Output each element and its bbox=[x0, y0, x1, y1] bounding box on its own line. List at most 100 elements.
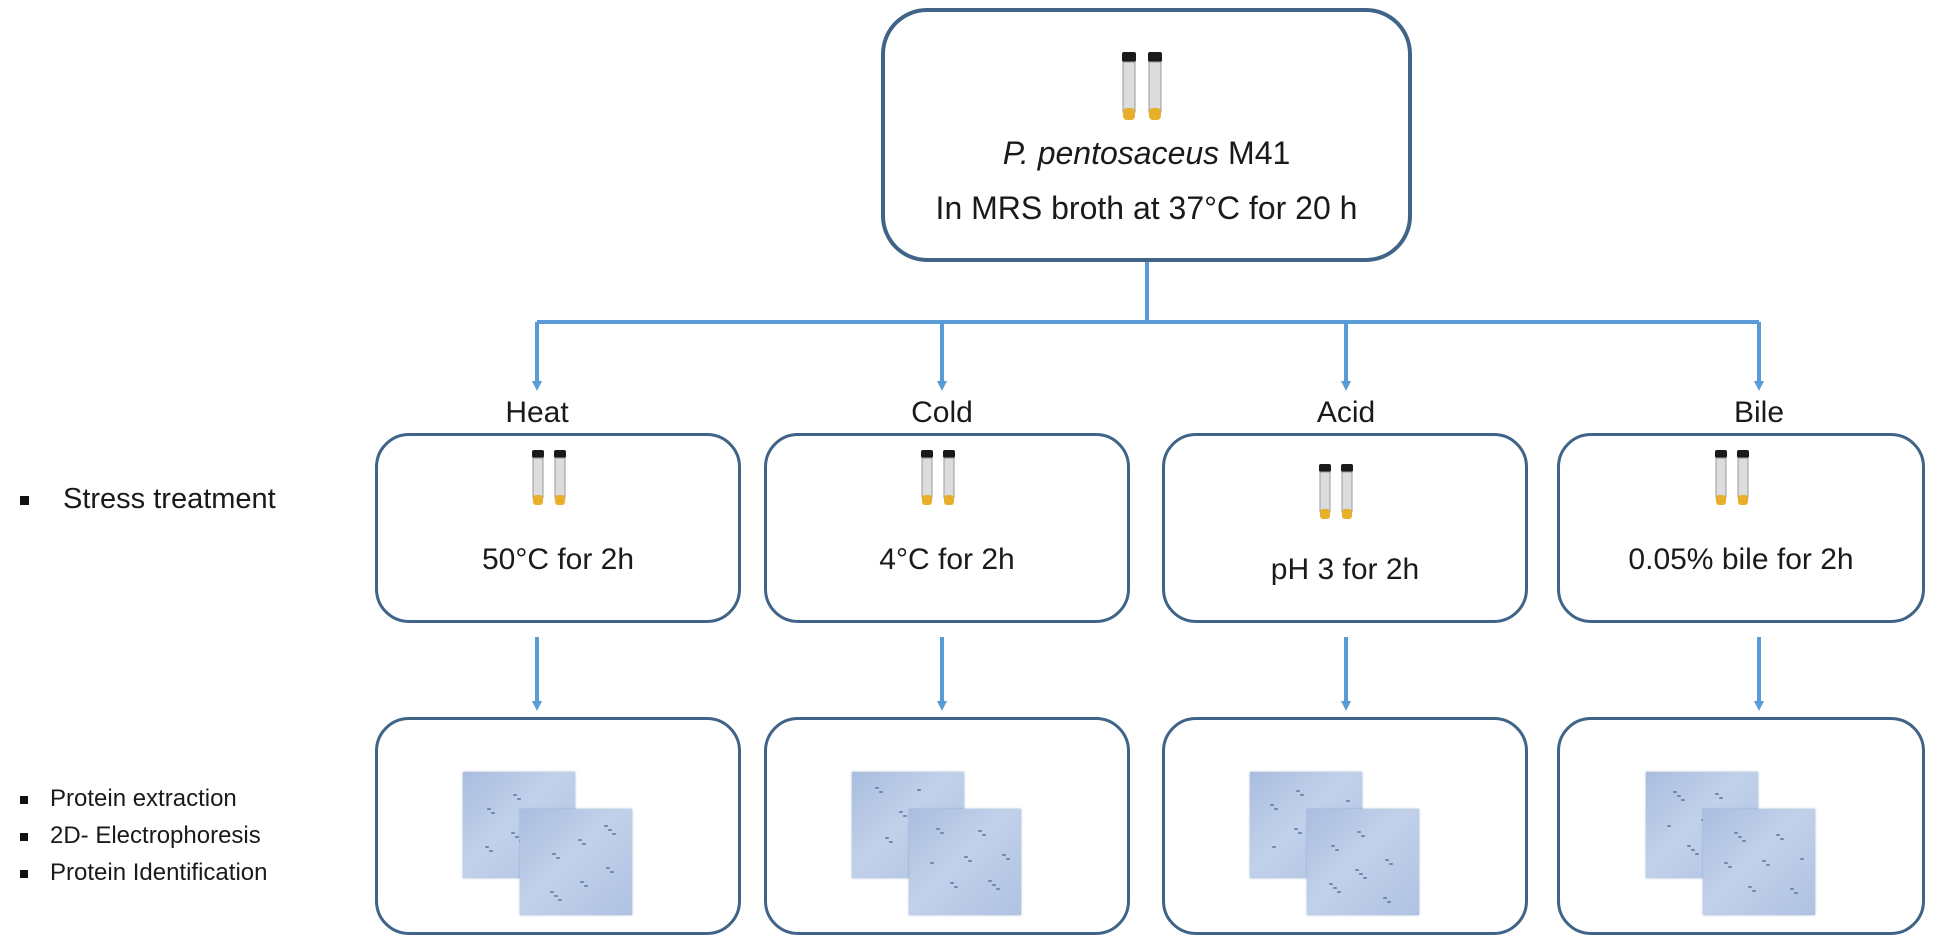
gel-spot bbox=[1346, 800, 1350, 802]
gel-spot bbox=[1383, 897, 1387, 899]
gel-spot bbox=[917, 789, 921, 791]
gel-spot bbox=[1300, 794, 1304, 796]
gel-spot bbox=[982, 834, 986, 836]
gel-spot bbox=[608, 829, 612, 831]
gel-spot bbox=[940, 832, 944, 834]
source-condition: In MRS broth at 37°C for 20 h bbox=[935, 190, 1358, 226]
gel-spot bbox=[1357, 831, 1361, 833]
gel-spot bbox=[1363, 877, 1367, 879]
gel-icon bbox=[909, 809, 1021, 915]
treatment-label-heat: Heat bbox=[505, 396, 569, 429]
gel-spot bbox=[1272, 846, 1276, 848]
gel-spot bbox=[1298, 832, 1302, 834]
gel-spot bbox=[1715, 793, 1719, 795]
analysis-step-2: 2D- Electrophoresis bbox=[20, 822, 261, 850]
gel-spot bbox=[487, 808, 491, 810]
gel-spot bbox=[1389, 863, 1393, 865]
gel-spot bbox=[517, 798, 521, 800]
tube-icon-cold bbox=[919, 450, 959, 513]
gel-spot bbox=[899, 811, 903, 813]
stress-box-acid bbox=[1162, 433, 1528, 623]
gel-spot bbox=[1748, 886, 1752, 888]
gel-spot bbox=[1331, 845, 1335, 847]
gel-spot bbox=[612, 833, 616, 835]
gel-spot bbox=[552, 853, 556, 855]
gel-spot bbox=[1719, 797, 1723, 799]
gel-spot bbox=[604, 825, 608, 827]
gel-spot bbox=[988, 880, 992, 882]
gel-spot bbox=[1274, 808, 1278, 810]
gel-spot bbox=[1359, 873, 1363, 875]
gel-spot bbox=[1728, 866, 1732, 868]
gel-spot bbox=[578, 839, 582, 841]
stress-box-heat bbox=[375, 433, 741, 623]
gel-spot bbox=[964, 856, 968, 858]
treatment-condition-acid: pH 3 for 2h bbox=[1270, 553, 1420, 586]
source-box bbox=[881, 8, 1412, 262]
gel-spot bbox=[1681, 799, 1685, 801]
gel-spot bbox=[879, 791, 883, 793]
gel-spot bbox=[903, 815, 907, 817]
treatment-label-bile: Bile bbox=[1733, 396, 1785, 429]
treatment-condition-bile: 0.05% bile for 2h bbox=[1628, 543, 1854, 576]
gel-spot bbox=[1800, 858, 1804, 860]
gel-spot bbox=[930, 862, 934, 864]
strain-name: M41 bbox=[1228, 135, 1291, 171]
gel-spot bbox=[1776, 834, 1780, 836]
gel-spot bbox=[1002, 854, 1006, 856]
gel-spot bbox=[511, 832, 515, 834]
gel-spot bbox=[954, 886, 958, 888]
gel-icon bbox=[520, 809, 632, 915]
tube-icon-bile bbox=[1713, 450, 1753, 513]
bullet-icon bbox=[20, 495, 29, 505]
gel-spot bbox=[1695, 853, 1699, 855]
gel-spot bbox=[1329, 883, 1333, 885]
stress-treatment-label: Stress treatment bbox=[20, 483, 276, 516]
gel-spot bbox=[1387, 901, 1391, 903]
gel-spot bbox=[992, 884, 996, 886]
gel-spot bbox=[485, 846, 489, 848]
gel-spot bbox=[1355, 869, 1359, 871]
gel-spot bbox=[1296, 790, 1300, 792]
gel-spot bbox=[1762, 860, 1766, 862]
gel-spot bbox=[1677, 795, 1681, 797]
gel-spot bbox=[580, 881, 584, 883]
gel-spot bbox=[584, 885, 588, 887]
gel-spot bbox=[889, 841, 893, 843]
gel-spot bbox=[554, 895, 558, 897]
gel-spot bbox=[978, 830, 982, 832]
treatment-condition-cold: 4°C for 2h bbox=[879, 543, 1015, 576]
gel-spot bbox=[936, 828, 940, 830]
gel-spot bbox=[996, 888, 1000, 890]
gel-spot bbox=[550, 891, 554, 893]
gel-spot bbox=[1734, 832, 1738, 834]
gel-spot bbox=[515, 836, 519, 838]
gel-spot bbox=[1691, 849, 1695, 851]
gel-spot bbox=[1780, 838, 1784, 840]
gel-spot bbox=[513, 794, 517, 796]
gel-icon bbox=[1307, 809, 1419, 915]
analysis-step-3: Protein Identification bbox=[20, 859, 267, 887]
gel-spot bbox=[1337, 891, 1341, 893]
gel-spot bbox=[968, 860, 972, 862]
bullet-icon bbox=[20, 795, 28, 804]
source-organism: P. pentosaceus M41 bbox=[881, 135, 1412, 172]
gel-spot bbox=[1335, 849, 1339, 851]
gel-spot bbox=[1361, 835, 1365, 837]
gel-spot bbox=[1724, 862, 1728, 864]
bullet-icon bbox=[20, 869, 28, 878]
gel-spot bbox=[489, 850, 493, 852]
gel-spot bbox=[875, 787, 879, 789]
bullet-icon bbox=[20, 832, 28, 841]
treatment-condition-heat: 50°C for 2h bbox=[481, 543, 635, 576]
gel-spot bbox=[610, 871, 614, 873]
gel-spot bbox=[1794, 892, 1798, 894]
gel-spot bbox=[1006, 858, 1010, 860]
gel-spot bbox=[885, 837, 889, 839]
gel-spot bbox=[1687, 845, 1691, 847]
gel-spot bbox=[950, 882, 954, 884]
gel-spot bbox=[1752, 890, 1756, 892]
analysis-step-1: Protein extraction bbox=[20, 785, 237, 813]
tube-icon-acid bbox=[1317, 464, 1357, 527]
